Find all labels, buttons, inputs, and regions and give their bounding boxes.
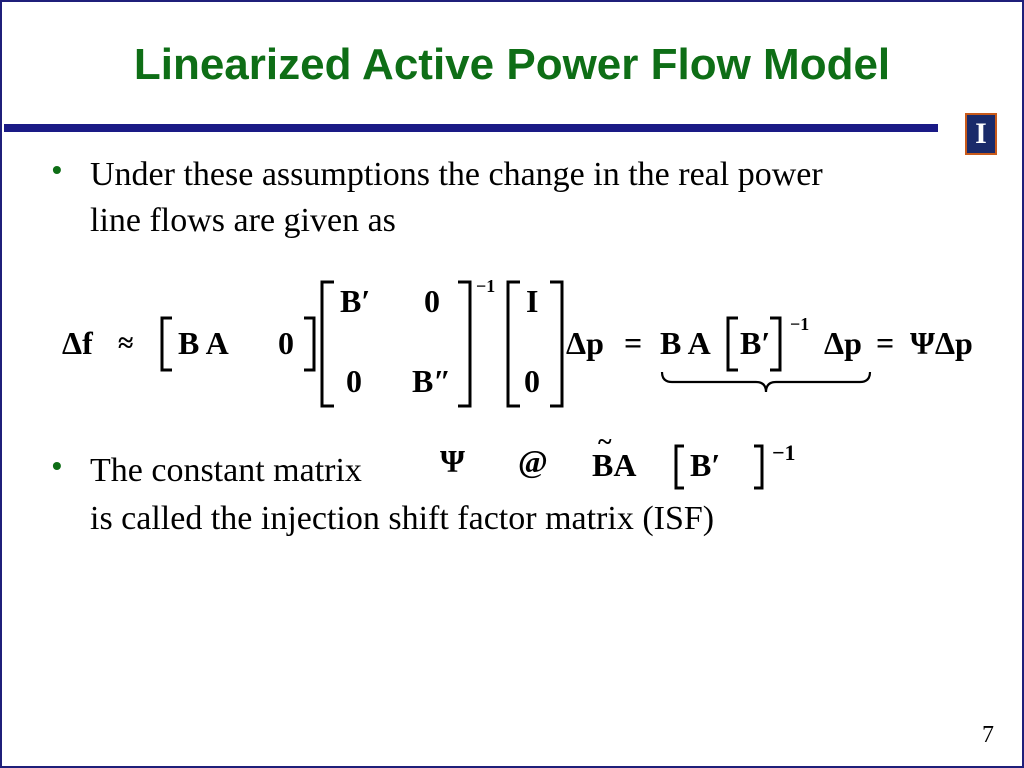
def-BA: BA bbox=[592, 447, 636, 483]
eq-delta-f: Δf bbox=[62, 325, 93, 361]
eq-dp: Δp bbox=[566, 325, 604, 361]
eq-row-BA: B A bbox=[178, 325, 229, 361]
def-tilde: ~ bbox=[598, 427, 612, 456]
eq-equals-1: = bbox=[624, 325, 642, 361]
eq-inverse-2: −1 bbox=[790, 314, 809, 334]
bullet-1-line-2: line flows are given as bbox=[90, 202, 396, 239]
eq-row-zero: 0 bbox=[278, 325, 294, 361]
eq-dp2: Δp bbox=[824, 325, 862, 361]
eq-m11: B′ bbox=[340, 283, 370, 319]
eq-approx: ≈ bbox=[118, 328, 133, 359]
eq-Bprime: B′ bbox=[740, 325, 770, 361]
eq-m22: B″ bbox=[412, 363, 451, 399]
eq-equals-2: = bbox=[876, 325, 894, 361]
eq-m21: 0 bbox=[346, 363, 362, 399]
slide-title: Linearized Active Power Flow Model bbox=[133, 40, 891, 89]
eq-inverse: −1 bbox=[476, 276, 495, 296]
eq-v1: I bbox=[526, 283, 538, 319]
bullet-2-line-1: The constant matrix bbox=[90, 452, 362, 489]
title-underline bbox=[4, 124, 938, 132]
eq-v2: 0 bbox=[524, 363, 540, 399]
bullet-2-line-2: is called the injection shift factor mat… bbox=[90, 500, 715, 537]
def-psi: Ψ bbox=[440, 443, 465, 479]
bullet-1-dot: • bbox=[52, 154, 62, 185]
university-logo-icon: I bbox=[965, 113, 997, 155]
page-number: 7 bbox=[982, 722, 994, 748]
bullet-2-dot: • bbox=[52, 450, 62, 481]
eq-BA2: B A bbox=[660, 325, 711, 361]
eq-psi-dp: ΨΔp bbox=[910, 325, 973, 361]
def-at: @ bbox=[518, 443, 548, 479]
logo-glyph: I bbox=[975, 117, 987, 150]
def-inverse: −1 bbox=[772, 440, 796, 465]
eq-underbrace bbox=[660, 371, 872, 393]
eq-m12: 0 bbox=[424, 283, 440, 319]
def-Bprime: B′ bbox=[690, 447, 720, 483]
bullet-1-line-1: Under these assumptions the change in th… bbox=[90, 156, 823, 193]
